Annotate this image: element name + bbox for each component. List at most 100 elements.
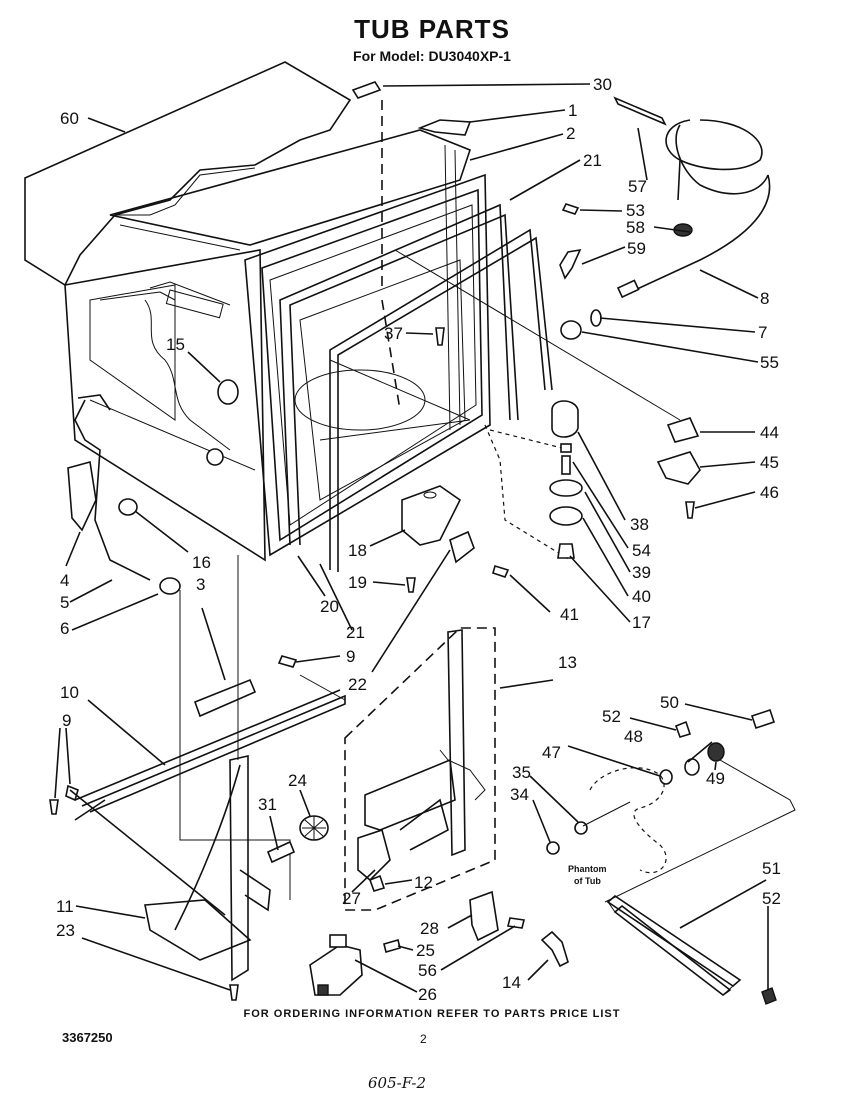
callout-14: 14 [502,973,521,992]
part-3-strip [193,678,257,718]
part-27-bracket [357,828,391,882]
callout-16: 16 [192,553,211,572]
callout-25: 25 [416,941,435,960]
part-48-washer [684,758,700,776]
part-52-screw-top [674,720,692,738]
callout-11: 11 [56,897,74,916]
part-35-nut [574,821,588,835]
part-16-plug [206,448,224,466]
phantom-label-line1: Phantom [568,864,607,874]
part-44-gasket [666,417,700,443]
part-11-leg [144,755,271,982]
callout-49: 49 [706,769,725,788]
callout-38: 38 [630,515,649,534]
phantom-tub-outline [589,767,667,874]
callout-12: 12 [414,873,433,892]
tub-gasket [279,203,553,572]
callout-23: 23 [56,921,75,940]
part-37-screw [435,327,445,346]
part-55-fitting [560,320,582,340]
part-22-switch [449,530,475,564]
callout-44: 44 [760,423,779,442]
callout-22: 22 [348,675,367,694]
part-9-screw-top [277,655,298,668]
float-assembly [549,400,583,559]
callout-46: 46 [760,483,779,502]
part-16-grommet [118,498,138,516]
callout-58: 58 [626,218,645,237]
callout-53: 53 [626,201,645,220]
callout-9-top: 9 [346,647,355,666]
part-9-screw-left2 [65,784,79,802]
callout-31: 31 [258,795,277,814]
part-45-bracket [656,451,701,485]
part-8-hose [616,119,771,299]
part-13-panel [364,629,486,857]
tube-49 [604,759,796,903]
callout-19: 19 [348,573,367,592]
callout-10: 10 [60,683,79,702]
callout-21-bottom: 21 [346,623,365,642]
part-47-gasket [659,769,673,785]
wiring-group [67,394,181,595]
part-51-rail [606,894,742,996]
callout-8: 8 [760,289,769,308]
callout-7: 7 [758,323,767,342]
callout-21-top: 21 [583,151,602,170]
part-7-ring [590,309,602,327]
part-14-clip [540,930,569,968]
callout-17: 17 [632,613,651,632]
leader-dash-center [381,100,401,411]
callout-35: 35 [512,763,531,782]
callout-56: 56 [418,961,437,980]
part-28-bracket [469,890,499,942]
part-41-screw [492,564,510,578]
part-19-screw [406,577,416,593]
part-46-screw [685,501,695,519]
part-23-screw [229,984,239,1001]
part-26-valve [309,934,363,996]
callout-37: 37 [384,324,403,343]
part-25-screw [383,939,401,953]
part-49-nut [707,742,725,762]
stud-35 [582,801,631,827]
leader-44 [394,249,681,421]
callout-2: 2 [566,124,575,143]
leader-dash-right [484,424,571,561]
part-24-wheel [299,815,329,841]
callout-55: 55 [760,353,779,372]
callout-54: 54 [632,541,651,560]
page-title: TUB PARTS [354,14,510,44]
part-31-bolt [266,840,296,864]
callout-27: 27 [342,889,361,908]
callout-28: 28 [420,919,439,938]
callout-1: 1 [568,101,577,120]
callout-40: 40 [632,587,651,606]
callout-39: 39 [632,563,651,582]
callout-50: 50 [660,693,679,712]
ordering-note: FOR ORDERING INFORMATION REFER TO PARTS … [243,1008,621,1020]
callout-51: 51 [762,859,781,878]
callout-15: 15 [166,335,185,354]
callout-48: 48 [624,727,643,746]
part-18-bracket [401,485,462,546]
page-number: 2 [420,1032,427,1046]
callout-labels: 30 1 60 2 21 57 53 58 59 8 37 7 55 15 44… [56,75,781,1004]
part-57-strip [613,96,667,126]
part-52-screw-bottom [761,987,777,1005]
callout-45: 45 [760,453,779,472]
callout-30: 30 [593,75,612,94]
callout-26: 26 [418,985,437,1004]
part-30-clip [351,81,382,99]
part-9-screw-left [49,799,59,815]
part-59-clip [559,248,582,280]
callout-52-bottom: 52 [762,889,781,908]
leader-verticals [179,555,291,900]
part-53-screw [561,203,580,215]
phantom-label-line2: of Tub [574,876,601,886]
handwritten-note: 605-F-2 [368,1074,427,1092]
callout-59: 59 [627,239,646,258]
part-1-bracket [417,119,472,136]
callout-5: 5 [60,593,69,612]
